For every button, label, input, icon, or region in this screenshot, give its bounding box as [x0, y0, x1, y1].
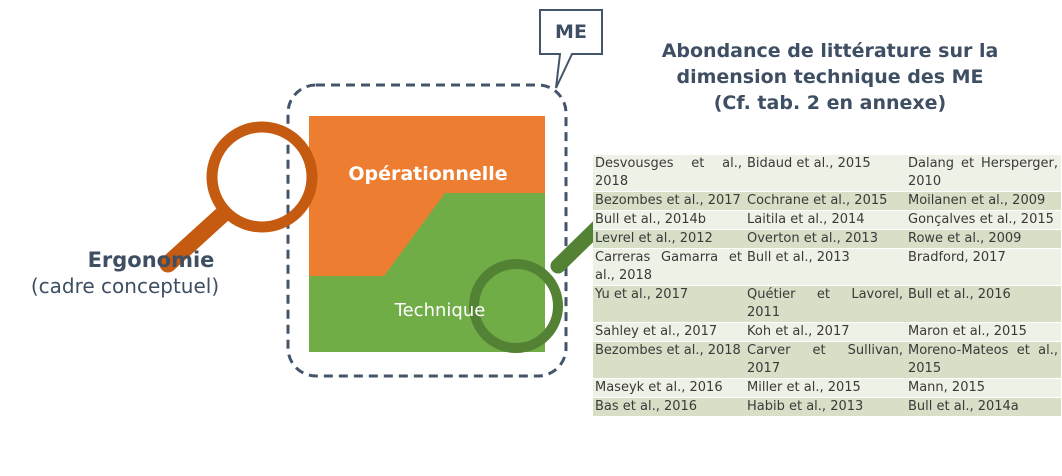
table-cell: Bull et al., 2016: [906, 285, 1061, 323]
table-row: Desvousges et al., 2018 Bidaud et al., 2…: [593, 154, 1061, 192]
table-cell: Levrel et al., 2012: [593, 229, 745, 249]
heading-line-3: (Cf. tab. 2 en annexe): [713, 92, 947, 114]
table-cell: Sahley et al., 2017: [593, 322, 745, 342]
table-cell: Carreras Gamarra et al., 2018: [593, 248, 745, 286]
table-cell: Quétier et Lavorel, 2011: [745, 285, 906, 323]
magnifier-orange-icon: [159, 121, 318, 273]
table-cell: Mann, 2015: [906, 378, 1061, 398]
table-cell: Dalang et Hersperger, 2010: [906, 154, 1061, 192]
table-cell: Carver et Sullivan, 2017: [745, 341, 906, 379]
table-cell: Miller et al., 2015: [745, 378, 906, 398]
heading-line-1: Abondance de littérature sur la: [661, 40, 999, 62]
table-cell: Yu et al., 2017: [593, 285, 745, 323]
table-cell: Koh et al., 2017: [745, 322, 906, 342]
table-cell: Bidaud et al., 2015: [745, 154, 906, 192]
literature-table: Desvousges et al., 2018 Bidaud et al., 2…: [593, 154, 1061, 416]
table-cell: Gonçalves et al., 2015: [906, 210, 1061, 230]
technique-label: Technique: [394, 300, 486, 321]
me-callout-label: ME: [555, 21, 587, 43]
table-cell: Bradford, 2017: [906, 248, 1061, 286]
ergonomie-subtitle: (cadre conceptuel): [30, 274, 220, 298]
table-cell: Bezombes et al., 2018: [593, 341, 745, 379]
literature-heading: Abondance de littérature sur la dimensio…: [640, 38, 1020, 116]
table-cell: Moreno-Mateos et al., 2015: [906, 341, 1061, 379]
table-cell: Bull et al., 2014a: [906, 397, 1061, 416]
table-cell: Laitila et al., 2014: [745, 210, 906, 230]
table-cell: Overton et al., 2013: [745, 229, 906, 249]
table-cell: Habib et al., 2013: [745, 397, 906, 416]
table-cell: Desvousges et al., 2018: [593, 154, 745, 192]
table-row: Levrel et al., 2012 Overton et al., 2013…: [593, 229, 1061, 249]
table-cell: Moilanen et al., 2009: [906, 191, 1061, 211]
table-cell: Bezombes et al., 2017: [593, 191, 745, 211]
operationnelle-label: Opérationnelle: [348, 163, 508, 185]
table-cell: Maron et al., 2015: [906, 322, 1061, 342]
heading-line-2: dimension technique des ME: [676, 66, 984, 88]
table-cell: Bull et al., 2013: [745, 248, 906, 286]
table-cell: Bas et al., 2016: [593, 397, 745, 416]
table-row: Sahley et al., 2017 Koh et al., 2017 Mar…: [593, 322, 1061, 342]
table-row: Yu et al., 2017 Quétier et Lavorel, 2011…: [593, 285, 1061, 323]
table-row: Bull et al., 2014b Laitila et al., 2014 …: [593, 210, 1061, 230]
table-row: Maseyk et al., 2016 Miller et al., 2015 …: [593, 378, 1061, 398]
ergonomie-title: Ergonomie: [87, 248, 215, 272]
table-cell: Cochrane et al., 2015: [745, 191, 906, 211]
table-cell: Bull et al., 2014b: [593, 210, 745, 230]
table-cell: Rowe et al., 2009: [906, 229, 1061, 249]
technique-block: [309, 193, 545, 352]
table-cell: Maseyk et al., 2016: [593, 378, 745, 398]
table-row: Bas et al., 2016 Habib et al., 2013 Bull…: [593, 397, 1061, 416]
table-row: Bezombes et al., 2018 Carver et Sullivan…: [593, 341, 1061, 379]
me-dashed-boundary: [286, 83, 568, 378]
me-callout-shape: [539, 9, 603, 89]
table-row: Bezombes et al., 2017 Cochrane et al., 2…: [593, 191, 1061, 211]
table-row: Carreras Gamarra et al., 2018 Bull et al…: [593, 248, 1061, 286]
